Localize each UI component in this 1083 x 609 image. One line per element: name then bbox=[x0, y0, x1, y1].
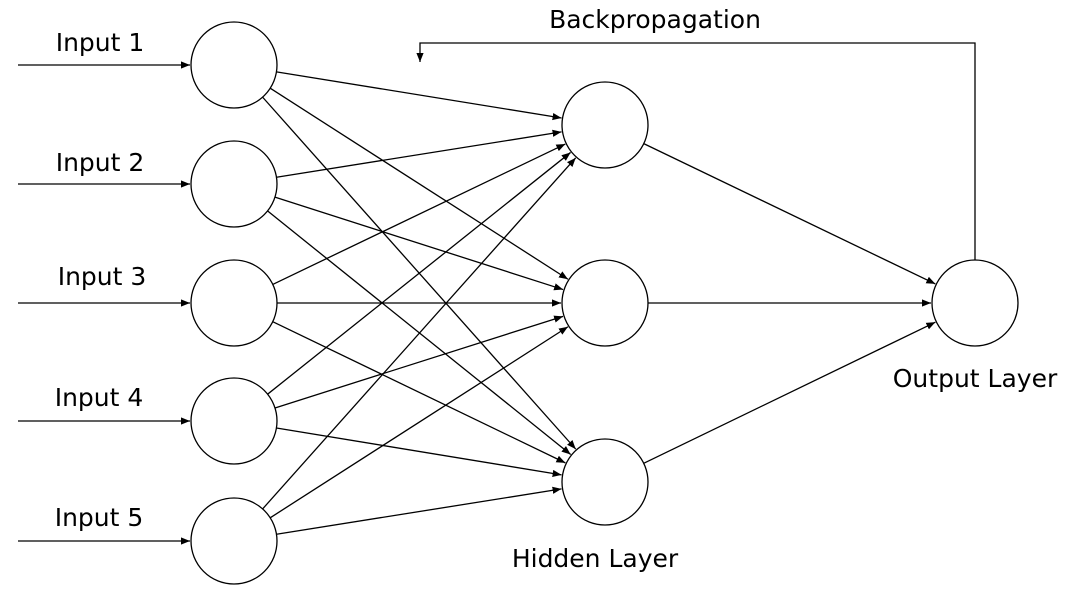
input-5-label: Input 5 bbox=[54, 503, 144, 532]
edge-input-1-hidden-1 bbox=[276, 71, 562, 121]
edge-input-3-hidden-1 bbox=[272, 143, 566, 285]
edge-input-2-hidden-2 bbox=[274, 196, 564, 291]
input-node-3 bbox=[190, 259, 278, 347]
input-node-5 bbox=[190, 497, 278, 585]
hidden-node-1 bbox=[561, 81, 649, 169]
input-node-1 bbox=[190, 21, 278, 109]
edge-input-3-hidden-3 bbox=[272, 321, 566, 464]
edge-hidden-3-output bbox=[643, 321, 936, 464]
edge-input-4-hidden-3 bbox=[276, 427, 562, 477]
output-layer-label: Output Layer bbox=[892, 364, 1058, 393]
edge-input-4-hidden-1 bbox=[267, 151, 572, 395]
edge-input-5-hidden-3 bbox=[276, 486, 562, 535]
input-node-4 bbox=[190, 377, 278, 465]
input-node-2 bbox=[190, 140, 278, 228]
backpropagation-arrow bbox=[416, 42, 976, 260]
input-4-label: Input 4 bbox=[54, 383, 144, 412]
input-1-label: Input 1 bbox=[55, 28, 145, 57]
edge-input-5-hidden-1 bbox=[262, 157, 577, 510]
hidden-node-3 bbox=[561, 438, 649, 526]
edge-hidden-1-output bbox=[643, 143, 936, 285]
hidden-node-2 bbox=[561, 259, 649, 347]
edge-input-1-hidden-2 bbox=[269, 87, 569, 280]
input-3-label: Input 3 bbox=[57, 262, 147, 291]
backpropagation-label: Backpropagation bbox=[549, 5, 761, 34]
edge-input-5-hidden-2 bbox=[269, 326, 569, 519]
hidden-layer-label: Hidden Layer bbox=[511, 544, 679, 573]
edge-input-4-hidden-2 bbox=[274, 315, 564, 409]
edge-input-2-hidden-1 bbox=[276, 129, 562, 178]
output-node bbox=[931, 259, 1019, 347]
input-2-label: Input 2 bbox=[55, 148, 145, 177]
